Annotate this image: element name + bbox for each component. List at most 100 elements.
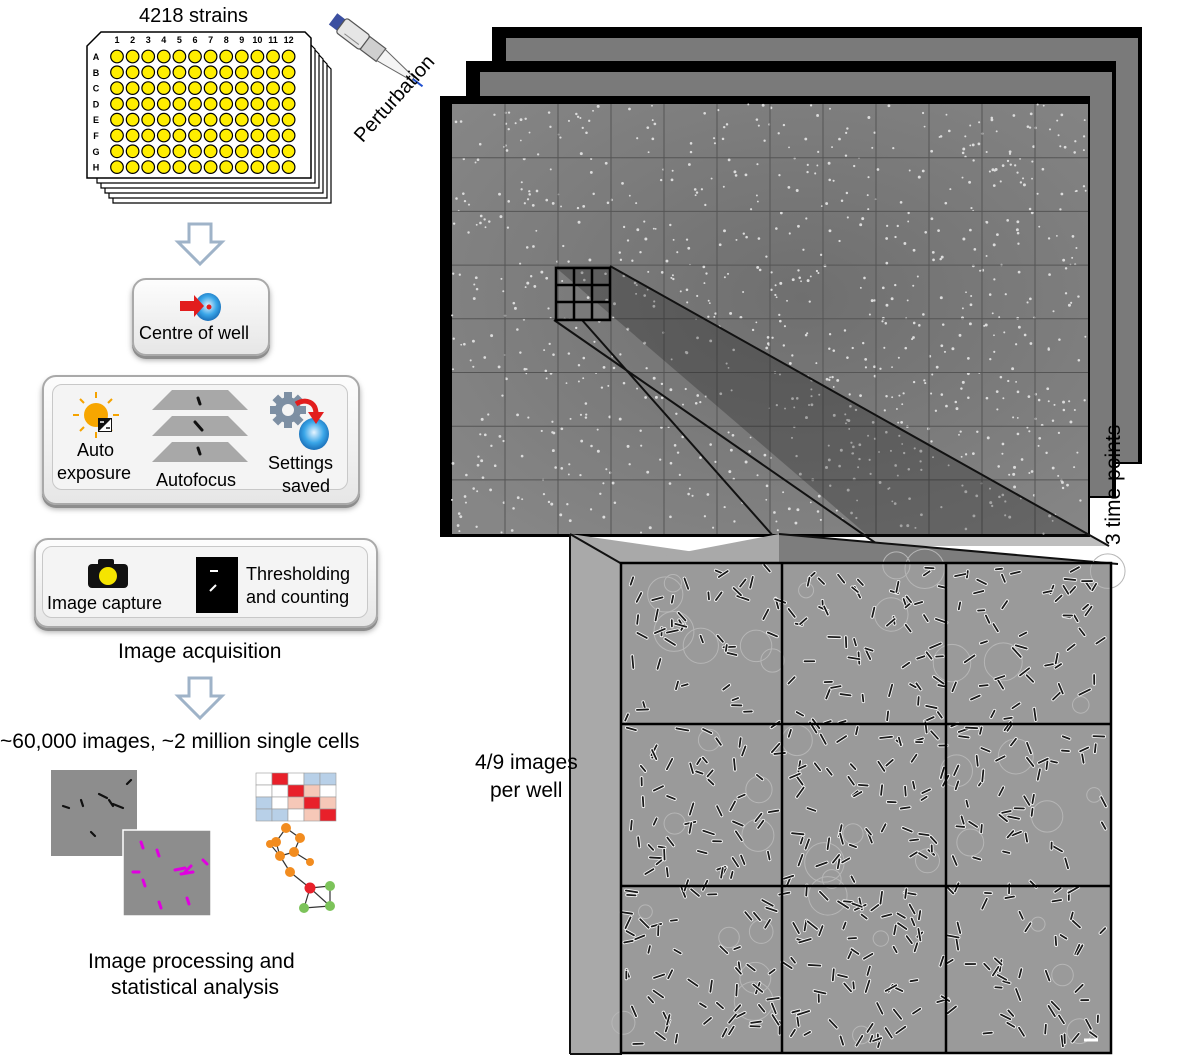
plate-well	[156, 96, 171, 111]
plate-row-label: A	[93, 52, 100, 62]
heatmap-cell	[303, 808, 321, 822]
settings-saved-label-2: saved	[282, 476, 331, 496]
segmented-cell-mark	[185, 896, 191, 906]
plate-well	[188, 128, 202, 143]
centre-target-icon	[180, 293, 221, 321]
plate-column-label: 4	[161, 35, 166, 45]
plate-well	[141, 144, 156, 159]
cell-mark	[79, 798, 85, 808]
plate-well	[156, 160, 171, 175]
plate-column-label: 12	[284, 35, 294, 45]
plate-well	[203, 144, 218, 159]
plate-well	[110, 65, 124, 80]
heatmap-cell	[319, 808, 337, 822]
plate-column-label: 6	[192, 35, 197, 45]
plate-well	[266, 49, 280, 64]
plate-well	[219, 144, 234, 159]
plate-well	[141, 81, 156, 95]
network-graph	[266, 823, 335, 913]
plate-well	[281, 65, 296, 80]
plate-well	[203, 128, 218, 143]
plate-well	[281, 49, 296, 64]
images-per-well-1: 4/9 images	[475, 751, 578, 774]
heatmap-cell	[303, 772, 321, 786]
plate-well	[125, 81, 140, 95]
plate-well	[125, 112, 140, 127]
plate-row-label: F	[93, 131, 99, 141]
plate-well	[203, 96, 218, 111]
plate-title: 4218 strains	[139, 5, 248, 27]
plate-well	[125, 128, 140, 143]
plate-well	[250, 49, 265, 64]
analysis-caption-2: statistical analysis	[111, 976, 280, 999]
sun-exposure-icon	[73, 392, 119, 438]
segmented-cell-mark	[173, 866, 187, 872]
plate-well	[250, 160, 265, 175]
thresholding-label-2: and counting	[246, 587, 350, 607]
heatmap-cell	[271, 796, 289, 810]
plate-well	[141, 128, 156, 143]
plate-well	[125, 144, 140, 159]
cell-mark	[107, 798, 115, 808]
heatmap-cell	[319, 784, 337, 798]
cell-mark	[111, 802, 125, 810]
plate-well	[188, 81, 202, 95]
plate-well	[110, 128, 124, 143]
plate-column-label: 7	[208, 35, 213, 45]
segmented-cell-mark	[183, 864, 193, 874]
plate-well	[156, 112, 171, 127]
correlation-heatmap	[255, 772, 337, 822]
plate-well	[266, 128, 280, 143]
plate-well	[110, 49, 124, 64]
plate-well	[141, 112, 156, 127]
plate-column-label: 11	[268, 35, 278, 45]
segmented-cell-mark	[201, 858, 209, 866]
plate-well	[219, 65, 234, 80]
plate-well	[110, 81, 124, 95]
plate-well	[188, 160, 202, 175]
auto-exposure-label-1: Auto	[77, 440, 115, 460]
plate-well	[172, 160, 187, 175]
plate-well	[156, 128, 171, 143]
plate-well	[110, 112, 124, 127]
plate-well	[250, 144, 265, 159]
heatmap-cell	[303, 784, 321, 798]
down-arrow-icon	[174, 222, 226, 267]
plate-well	[172, 128, 187, 143]
plate-well	[188, 112, 202, 127]
plate-well	[110, 96, 124, 111]
plate-well	[141, 96, 156, 111]
camera-icon	[88, 559, 128, 588]
analysis-caption-1: Image processing and	[88, 950, 295, 973]
plate-well	[156, 81, 171, 95]
plate-well	[234, 81, 249, 95]
heatmap-cell	[303, 796, 321, 810]
plate-well	[156, 49, 171, 64]
centre-of-well-label: Centre of well	[139, 323, 250, 343]
plate-well	[234, 144, 249, 159]
plate-well	[188, 144, 202, 159]
plate-well	[219, 49, 234, 64]
plate-well	[266, 160, 280, 175]
plate-well	[203, 65, 218, 80]
cell-mark	[89, 830, 97, 838]
down-arrow-icon	[174, 676, 226, 721]
gear-icon	[270, 392, 329, 450]
plate-well	[125, 65, 140, 80]
plate-well	[219, 81, 234, 95]
autofocus-icon	[152, 390, 248, 462]
plate-well	[281, 128, 296, 143]
plate-well	[110, 144, 124, 159]
plate-well	[234, 96, 249, 111]
settings-saved-label-1: Settings	[268, 453, 334, 473]
plate-well	[203, 49, 218, 64]
auto-exposure-label-2: exposure	[57, 463, 132, 483]
plate-well	[141, 160, 156, 175]
heatmap-cell	[271, 808, 289, 822]
plate-well	[203, 112, 218, 127]
plate-well	[125, 96, 140, 111]
plate-well	[234, 49, 249, 64]
heatmap-cell	[255, 772, 273, 786]
plate-well	[250, 128, 265, 143]
